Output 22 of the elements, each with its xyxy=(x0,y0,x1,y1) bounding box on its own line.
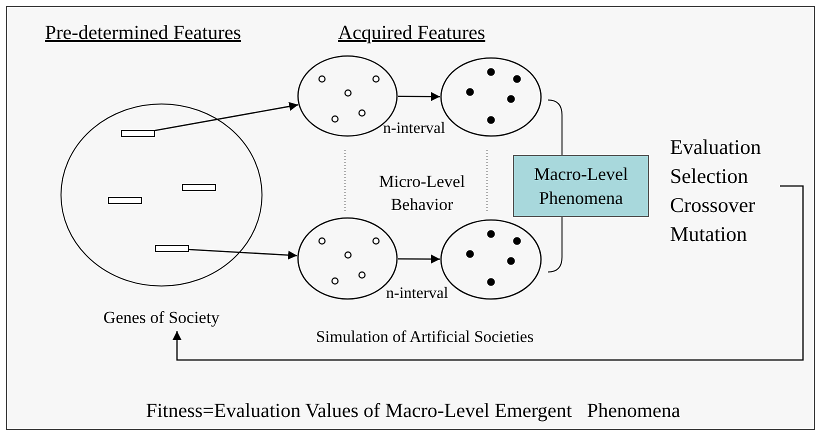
arrow xyxy=(398,254,440,264)
note-text: Micro-Level Behavior xyxy=(378,171,466,216)
section-heading: Pre-determined Features xyxy=(45,21,242,46)
arrow xyxy=(398,92,440,102)
edge-label: n-interval xyxy=(383,120,446,138)
operator-text: Evaluation xyxy=(670,134,762,161)
gene-bar xyxy=(121,130,155,137)
gene-bar xyxy=(108,197,142,204)
gene-bar xyxy=(182,184,216,191)
operator-text: Mutation xyxy=(670,221,748,248)
note-text: Simulation of Artificial Societies xyxy=(316,326,534,348)
gene-bar xyxy=(155,245,189,252)
edge-label: n-interval xyxy=(386,285,448,303)
operator-text: Crossover xyxy=(670,192,756,219)
arrow xyxy=(172,185,804,361)
arrow xyxy=(188,248,298,260)
phenomena-box: Macro-Level Phenomena xyxy=(513,155,649,217)
section-heading: Acquired Features xyxy=(338,21,486,46)
note-text: Fitness=Evaluation Values of Macro-Level Emergent Phenomena xyxy=(146,399,680,424)
node-caption: Genes of Society xyxy=(103,308,220,327)
arrow xyxy=(154,102,298,132)
operator-text: Selection xyxy=(670,163,750,190)
